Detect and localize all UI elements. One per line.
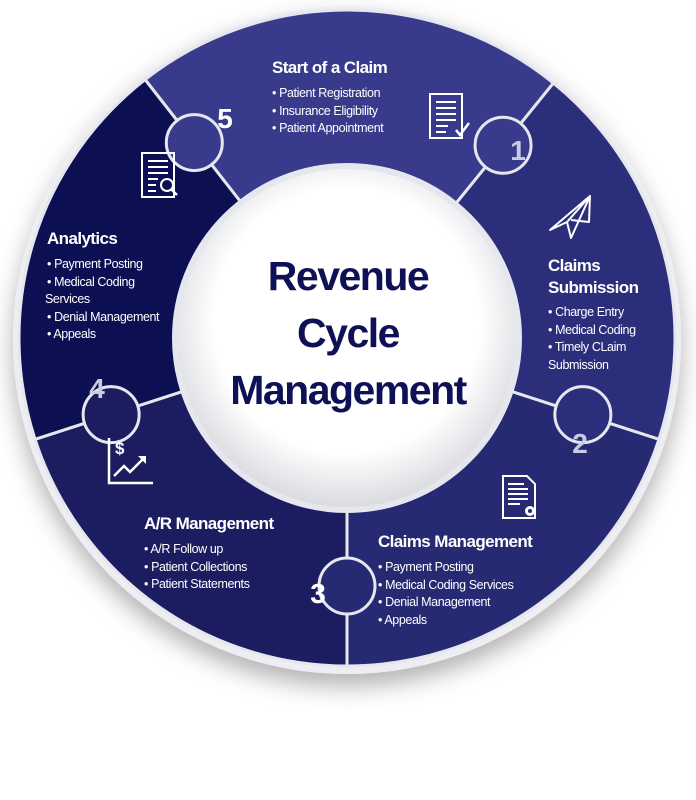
puzzle-knob bbox=[473, 115, 533, 175]
list-item: Denial Management bbox=[378, 594, 532, 612]
segment-title: Submission bbox=[548, 278, 639, 297]
list-item: Insurance Eligibility bbox=[272, 103, 387, 121]
puzzle-knob bbox=[317, 556, 377, 616]
svg-text:$: $ bbox=[115, 439, 125, 458]
list-item-continued: Submission bbox=[548, 357, 609, 372]
paper-plane-icon bbox=[549, 195, 591, 239]
puzzle-knob bbox=[81, 385, 141, 445]
step-number-2: 2 bbox=[572, 428, 588, 459]
list-item: Timely CLaim bbox=[548, 339, 638, 357]
center-circle bbox=[172, 163, 522, 513]
puzzle-knob bbox=[164, 113, 224, 173]
list-item: Patient Collections bbox=[144, 559, 274, 577]
step-number-3: 3 bbox=[310, 578, 326, 609]
center-title-line: Cycle bbox=[297, 310, 400, 356]
list-item: Medical Coding bbox=[548, 322, 638, 340]
checklist-document-icon bbox=[429, 93, 470, 139]
segment-claims-submission: Claims Submission Charge Entry Medical C… bbox=[548, 255, 639, 375]
document-search-icon bbox=[141, 152, 178, 198]
list-item: Payment Posting bbox=[47, 256, 159, 274]
list-item: Patient Appointment bbox=[272, 120, 387, 138]
list-item: Medical Coding Services bbox=[378, 577, 532, 595]
segment-title: Analytics bbox=[47, 229, 118, 248]
center-title-line: Revenue bbox=[267, 253, 430, 299]
list-item: Appeals bbox=[378, 612, 532, 630]
list-item: Appeals bbox=[47, 326, 159, 344]
list-item: Patient Registration bbox=[272, 85, 387, 103]
center-title: Revenue Cycle Management bbox=[178, 248, 518, 419]
segment-analytics: Analytics Payment Posting Medical Coding… bbox=[45, 228, 160, 344]
list-item: Denial Management bbox=[47, 309, 159, 327]
list-item: Medical Coding bbox=[47, 274, 159, 292]
segment-start-of-claim: Start of a Claim Patient Registration In… bbox=[272, 57, 388, 138]
center-title-line: Management bbox=[230, 367, 467, 413]
list-item: Services bbox=[45, 291, 159, 309]
list-item-continued: Services bbox=[45, 292, 90, 306]
list-item: Patient Statements bbox=[144, 576, 274, 594]
segment-claims-management: Claims Management Payment Posting Medica… bbox=[378, 531, 533, 630]
step-number-5: 5 bbox=[217, 103, 233, 134]
segment-ar-management: A/R Management A/R Follow up Patient Col… bbox=[144, 513, 274, 594]
step-number-1: 1 bbox=[510, 135, 526, 166]
segment-title: Claims bbox=[548, 256, 601, 275]
segment-title: Claims Management bbox=[378, 532, 533, 551]
puzzle-knob bbox=[553, 385, 613, 445]
segment-title: A/R Management bbox=[144, 514, 274, 533]
document-gear-icon bbox=[502, 475, 536, 519]
list-item: A/R Follow up bbox=[144, 541, 274, 559]
dollar-growth-chart-icon: $ bbox=[107, 438, 153, 485]
segment-title: Start of a Claim bbox=[272, 58, 388, 77]
list-item: Charge Entry bbox=[548, 304, 638, 322]
list-item: Payment Posting bbox=[378, 559, 532, 577]
step-number-4: 4 bbox=[89, 373, 105, 404]
list-item: Submission bbox=[548, 357, 638, 375]
